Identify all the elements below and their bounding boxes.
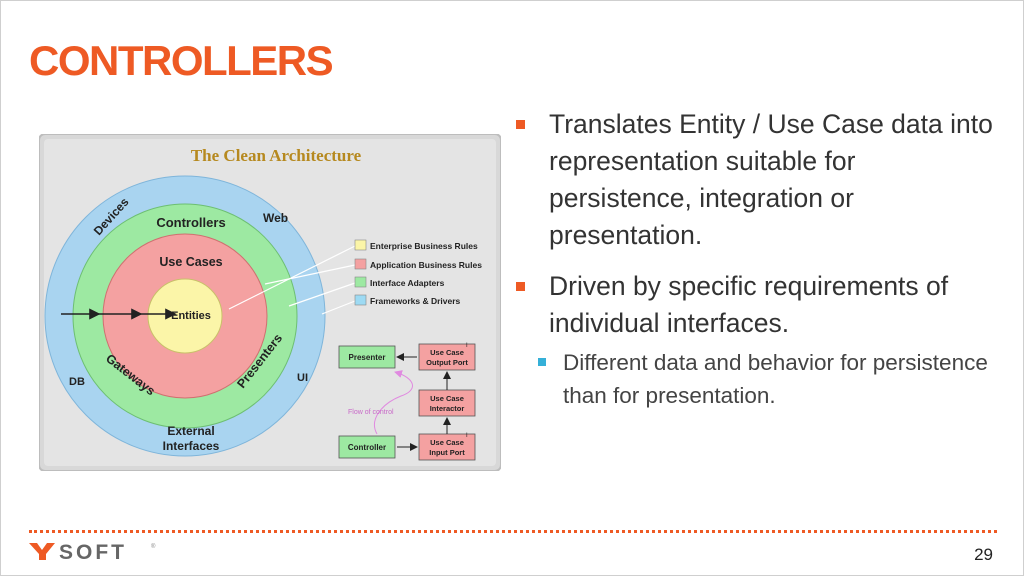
diagram-heading: The Clean Architecture bbox=[191, 146, 362, 165]
page-number: 29 bbox=[974, 545, 993, 564]
flow-label: Flow of control bbox=[348, 409, 394, 416]
legend-label: Enterprise Business Rules bbox=[370, 241, 478, 251]
svg-text:SOFT: SOFT bbox=[59, 541, 127, 562]
bullet-item: Driven by specific requirements of indiv… bbox=[513, 268, 1003, 342]
square-sub-bullet-icon bbox=[538, 358, 546, 366]
label-entities: Entities bbox=[171, 310, 211, 322]
label-db: DB bbox=[69, 376, 85, 388]
presenter-box bbox=[338, 345, 396, 369]
flow-of-control-diagram: Presenter Use Case Output Port I Use Cas… bbox=[338, 343, 476, 461]
square-bullet-icon bbox=[516, 120, 525, 129]
legend-swatch-enterprise bbox=[354, 239, 367, 251]
legend-swatch-application bbox=[354, 258, 367, 270]
legend-swatch-adapters bbox=[354, 276, 367, 288]
label-external: External bbox=[167, 424, 214, 438]
svg-text:Controller: Controller bbox=[348, 443, 386, 452]
svg-text:Presenter: Presenter bbox=[349, 353, 386, 362]
output-port-box bbox=[418, 343, 476, 371]
bullet-text: Driven by specific requirements of indiv… bbox=[549, 271, 949, 338]
svg-text:Output Port: Output Port bbox=[426, 358, 468, 367]
label-ui: UI bbox=[297, 372, 308, 384]
legend-label: Frameworks & Drivers bbox=[370, 296, 461, 306]
svg-text:Input Port: Input Port bbox=[429, 448, 465, 457]
entities-core bbox=[147, 278, 223, 354]
svg-text:Use Case: Use Case bbox=[430, 348, 464, 357]
ysoft-logo: SOFT ® bbox=[29, 541, 156, 562]
legend-label: Interface Adapters bbox=[370, 278, 445, 288]
svg-text:Interactor: Interactor bbox=[430, 404, 465, 413]
controller-box bbox=[338, 435, 396, 459]
bullet-list: Translates Entity / Use Case data into r… bbox=[513, 106, 1003, 412]
sub-bullet-text: Different data and behavior for persiste… bbox=[563, 350, 988, 408]
slide-title: CONTROLLERS bbox=[29, 37, 334, 84]
label-web: Web bbox=[263, 211, 288, 225]
interface-marker: I bbox=[466, 343, 468, 349]
clean-architecture-diagram: The Clean Architecture Devices Web DB UI… bbox=[39, 134, 501, 471]
legend-label: Application Business Rules bbox=[370, 260, 482, 270]
diagram-legend: Enterprise Business Rules Application Bu… bbox=[354, 239, 482, 306]
flow-of-control-arrow bbox=[374, 370, 413, 435]
interface-marker: I bbox=[466, 433, 468, 439]
sub-bullet-item: Different data and behavior for persiste… bbox=[513, 346, 1003, 412]
footer-divider bbox=[29, 530, 997, 533]
svg-text:Use Case: Use Case bbox=[430, 394, 464, 403]
interactor-box bbox=[418, 389, 476, 417]
label-interfaces: Interfaces bbox=[163, 439, 220, 453]
label-controllers: Controllers bbox=[156, 215, 225, 230]
svg-text:Use Case: Use Case bbox=[430, 438, 464, 447]
bullet-text: Translates Entity / Use Case data into r… bbox=[549, 109, 993, 250]
square-bullet-icon bbox=[516, 282, 525, 291]
label-use-cases: Use Cases bbox=[159, 255, 222, 269]
legend-swatch-frameworks bbox=[354, 294, 367, 306]
bullet-item: Translates Entity / Use Case data into r… bbox=[513, 106, 1003, 254]
svg-text:®: ® bbox=[151, 543, 156, 550]
